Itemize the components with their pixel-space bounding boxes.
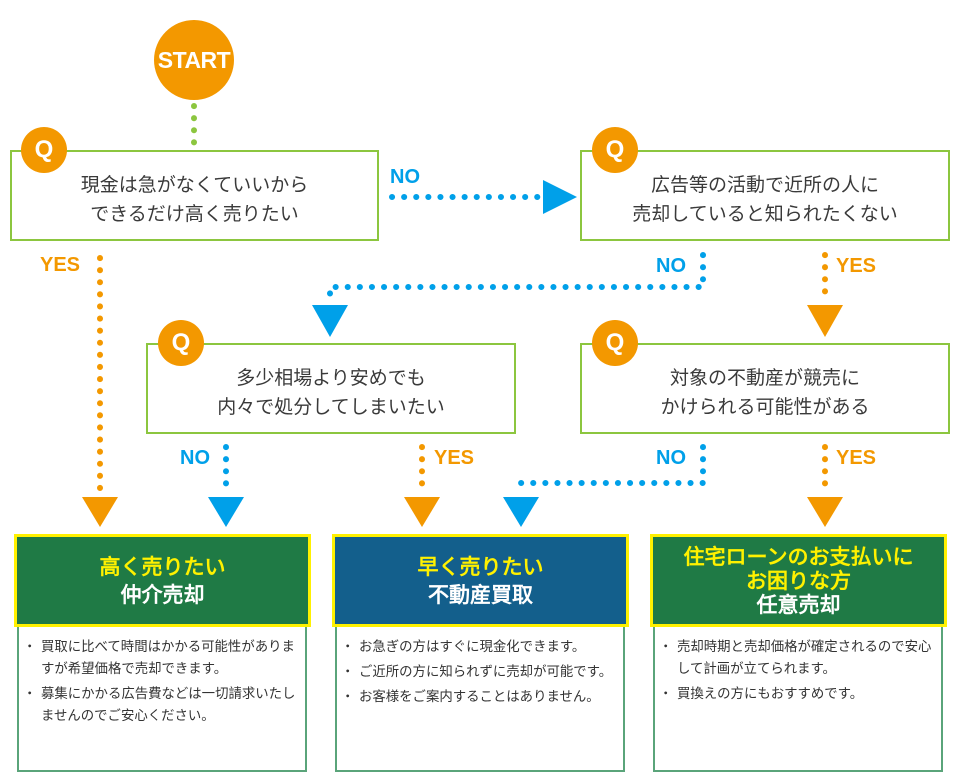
q2-no-connector — [327, 252, 706, 303]
question-box-q2: 広告等の活動で近所の人に 売却していると知られたくない — [580, 150, 950, 241]
result-bullet: 買換えの方にもおすすめです。 — [659, 684, 935, 706]
result-header-voluntary: 住宅ローンのお支払いに お困りな方 任意売却 — [650, 534, 947, 627]
question-badge-icon: Q — [592, 320, 638, 366]
question-badge-icon: Q — [21, 127, 67, 173]
question-badge-icon: Q — [158, 320, 204, 366]
question-box-q4: 対象の不動産が競売に かけられる可能性がある — [580, 343, 950, 434]
q3-yes-label: YES — [434, 447, 475, 469]
result-header-purchase: 早く売りたい 不動産買取 — [332, 534, 629, 627]
result-title: 仲介売却 — [120, 582, 205, 607]
q3-no-label: NO — [180, 447, 210, 469]
question-text: 多少相場より安めでも 内々で処分してしまいたい — [217, 366, 445, 418]
arrow-down-brokerage-yes — [82, 497, 118, 527]
result-subtitle: お困りな方 — [746, 568, 851, 593]
result-bullet: 売却時期と売却価格が確定されるので安心して計画が立てられます。 — [659, 637, 935, 681]
result-subtitle: 高く売りたい — [99, 554, 226, 579]
result-subtitle: 早く売りたい — [417, 554, 544, 579]
result-body-brokerage: 買取に比べて時間はかかる可能性がありますが希望価格で売却できます。 募集にかかる… — [17, 627, 307, 772]
result-bullet: お客様をご案内することはありません。 — [341, 687, 617, 709]
q1-yes-label: YES — [40, 254, 81, 276]
arrow-down-brokerage-no — [208, 497, 244, 527]
question-text: 広告等の活動で近所の人に 売却していると知られたくない — [632, 173, 898, 225]
arrow-down-q3 — [312, 305, 348, 337]
result-subtitle: 住宅ローンのお支払いに — [683, 544, 914, 569]
question-text: 対象の不動産が競売に かけられる可能性がある — [660, 366, 870, 418]
result-body-purchase: お急ぎの方はすぐに現金化できます。 ご近所の方に知られずに売却が可能です。 お客… — [335, 627, 625, 772]
arrow-right-q2 — [543, 180, 577, 214]
question-box-q3: 多少相場より安めでも 内々で処分してしまいたい — [146, 343, 516, 434]
q2-no-label: NO — [656, 255, 686, 277]
q2-yes-label: YES — [836, 255, 877, 277]
result-bullet: ご近所の方に知られずに売却が可能です。 — [341, 662, 617, 684]
question-text: 現金は急がなくていいから できるだけ高く売りたい — [80, 173, 309, 225]
result-body-voluntary: 売却時期と売却価格が確定されるので安心して計画が立てられます。 買換えの方にもお… — [653, 627, 943, 772]
question-box-q1: 現金は急がなくていいから できるだけ高く売りたい — [10, 150, 379, 241]
result-bullet: 募集にかかる広告費などは一切請求いたしませんのでご安心ください。 — [23, 684, 299, 728]
result-title: 不動産買取 — [428, 582, 533, 607]
result-bullet: 買取に比べて時間はかかる可能性がありますが希望価格で売却できます。 — [23, 637, 299, 681]
start-node: START — [154, 20, 234, 100]
arrow-down-voluntary — [807, 497, 843, 527]
question-badge-icon: Q — [592, 127, 638, 173]
q4-no-label: NO — [656, 447, 686, 469]
arrow-down-purchase-yes — [404, 497, 440, 527]
result-bullet: お急ぎの方はすぐに現金化できます。 — [341, 637, 617, 659]
q1-no-label: NO — [390, 166, 420, 188]
result-header-brokerage: 高く売りたい 仲介売却 — [14, 534, 311, 627]
q4-yes-label: YES — [836, 447, 877, 469]
result-title: 任意売却 — [756, 592, 841, 617]
arrow-down-purchase-no — [503, 497, 539, 527]
arrow-down-q4 — [807, 305, 843, 337]
